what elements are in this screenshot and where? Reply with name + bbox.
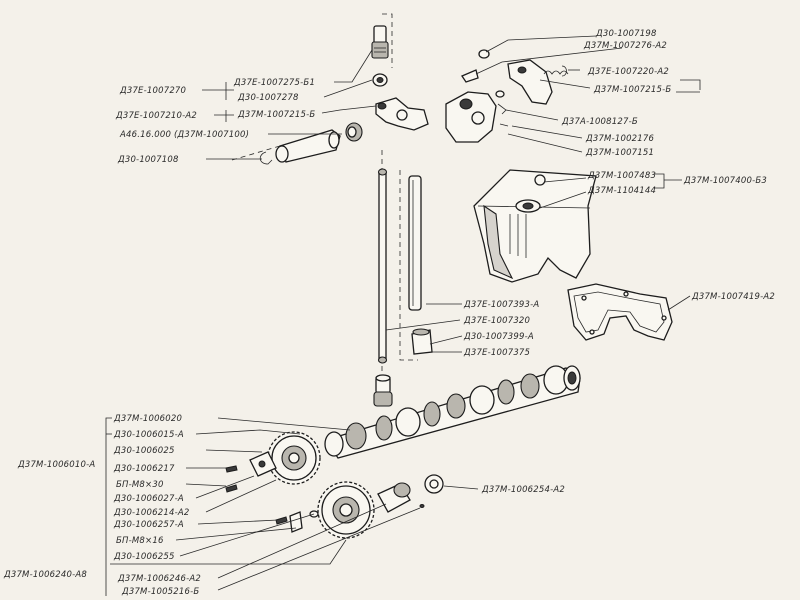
- circlip-part: [259, 151, 273, 165]
- assembly-axes: [231, 13, 418, 396]
- thrust-flange-part: [249, 451, 277, 477]
- push-rod-tube-part: [408, 175, 422, 311]
- label-d30-1006214-a2: Д30-1006214-А2: [113, 508, 189, 518]
- rocker-spring-part: [543, 65, 569, 77]
- label-d37m-1007276-a2: Д37М-1007276-А2: [583, 41, 667, 51]
- label-d37e-1007375: Д37Е-1007375: [463, 348, 530, 358]
- label-d37m-1007215-b-left: Д37М-1007215-Б: [237, 110, 315, 120]
- small-bolts-part: [225, 465, 425, 533]
- label-d30-1006015-a: Д30-1006015-А: [113, 430, 184, 440]
- label-d37a-1008127-b: Д37А-1008127-Б: [561, 117, 638, 127]
- label-d37e-1007220-a2: Д37Е-1007220-А2: [587, 67, 669, 77]
- label-d37m-1007215-b-right: Д37М-1007215-Б: [593, 85, 671, 95]
- label-a46-16-000: А46.16.000 (Д37М-1007100): [119, 130, 249, 140]
- label-d37m-1002176: Д37М-1002176: [585, 134, 655, 144]
- camshaft-part: [324, 365, 581, 459]
- part-labels: Д30-1007198 Д37М-1007276-А2 Д37Е-1007220…: [3, 29, 775, 597]
- gear-hub-part: [377, 482, 411, 513]
- label-d30-1006027-a: Д30-1006027-А: [113, 494, 184, 504]
- spacer-spring-part: [345, 122, 363, 142]
- label-d37m-1006240-a8: Д37М-1006240-А8: [3, 570, 87, 580]
- label-d37m-1007419-a2: Д37М-1007419-А2: [691, 292, 775, 302]
- label-d30-1006255: Д30-1006255: [113, 552, 175, 562]
- label-d37m-1007400-b3: Д37М-1007400-Б3: [683, 176, 767, 186]
- rocker-bracket-part: [445, 91, 497, 143]
- cover-gasket-part: [567, 283, 673, 341]
- label-d37m-1104144: Д37М-1104144: [587, 186, 656, 196]
- label-d37m-1006216-b: Д37М-1005216-Б: [121, 587, 199, 597]
- label-d30-1007278: Д30-1007278: [237, 93, 299, 103]
- adjusting-screw-part: [371, 25, 389, 59]
- label-d37e-1007275-b1: Д37Е-1007275-Б1: [233, 78, 315, 88]
- label-d37e-1007210-a2: Д37Е-1007210-А2: [115, 111, 197, 121]
- label-d37e-1007393-a: Д37Е-1007393-А: [463, 300, 539, 310]
- label-d30-1007198: Д30-1007198: [595, 29, 657, 39]
- label-bp-m8x16: БП-М8×16: [116, 536, 164, 546]
- rocker-arm-right-part: [507, 59, 553, 105]
- label-d37m-1006246-a2: Д37М-1006246-А2: [117, 574, 201, 584]
- label-d30-1007399-a: Д30-1007399-А: [463, 332, 534, 342]
- label-d37m-1007151: Д37М-1007151: [585, 148, 654, 158]
- leader-lines: [105, 35, 701, 596]
- label-d30-1006257-a: Д30-1006257-А: [113, 520, 184, 530]
- label-d30-1007108: Д30-1007108: [117, 155, 179, 165]
- label-d37e-1007320: Д37Е-1007320: [463, 316, 530, 326]
- tappet-sleeve-part: [411, 328, 433, 355]
- valve-cover-part: [473, 169, 597, 283]
- label-d37m-1006010-a: Д37М-1006010-А: [17, 460, 95, 470]
- label-d37e-1007270: Д37Е-1007270: [119, 86, 186, 96]
- label-d37m-1006020: Д37М-1006020: [113, 414, 182, 424]
- idler-gear-part: [317, 481, 375, 539]
- camshaft-gear-part: [267, 431, 321, 485]
- label-d37m-1007483: Д37М-1007483: [587, 171, 656, 181]
- label-d30-1006025: Д30-1006025: [113, 446, 175, 456]
- rocker-arm-left-part: [375, 97, 429, 131]
- tappet-part: [373, 374, 393, 407]
- label-d37m-1006254-a2: Д37М-1006254-А2: [481, 485, 565, 495]
- label-bp-m8x30: БП-М8×30: [116, 480, 164, 490]
- label-d30-1006217: Д30-1006217: [113, 464, 175, 474]
- rocker-shaft-part: [275, 129, 341, 163]
- push-rod-left-part: [377, 168, 388, 364]
- lock-nut-part: [372, 73, 388, 87]
- thrust-washer-part: [424, 474, 444, 494]
